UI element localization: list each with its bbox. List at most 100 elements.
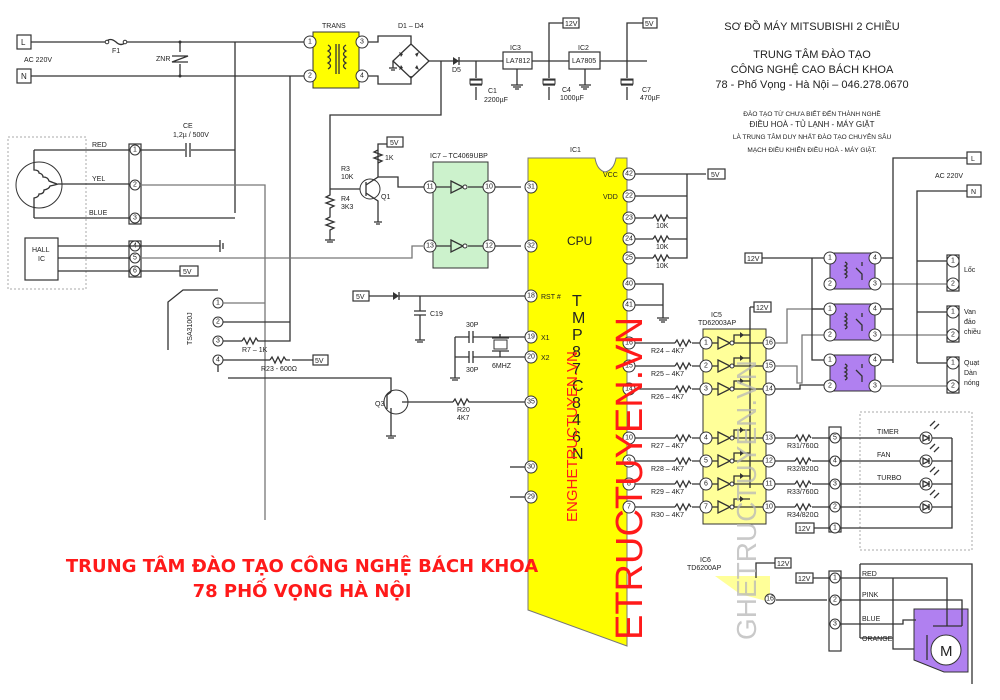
- varistor-symbol: [171, 42, 189, 76]
- ic5-in-pin-number: 4: [704, 435, 708, 442]
- load-label: Dàn: [964, 370, 977, 377]
- input-resistor-label: R29 – 4K7: [651, 489, 684, 496]
- cpu-part-char: 6: [572, 429, 581, 446]
- led-resistor-label: R33/760Ω: [787, 489, 819, 496]
- input-resistor-label: R30 – 4K7: [651, 512, 684, 519]
- svg-text:RED: RED: [862, 571, 877, 578]
- zero-cross-section: R3 10K R4 3K3 5V 1K Q1 IC7 – TC4069UBP 1…: [324, 136, 521, 269]
- relay-pin-number: 4: [873, 306, 877, 313]
- banner-line-1: TRUNG TÂM ĐÀO TẠO CÔNG NGHỆ BÁCH KHOA: [66, 555, 538, 577]
- svg-text:30P: 30P: [466, 322, 479, 329]
- cpu-pin-16-number: 16: [625, 340, 633, 347]
- q1-5v-tag: [386, 136, 404, 148]
- load-pin-number: 1: [951, 360, 955, 367]
- input-resistor-label: R25 – 4K7: [651, 371, 684, 378]
- svg-text:BLUE: BLUE: [89, 210, 108, 217]
- stepper-section: IC6 TD6200AP 12V 16 12V 1 2 3 M RED PINK…: [687, 557, 973, 684]
- svg-text:R3: R3: [341, 166, 350, 173]
- tagline-3: LÀ TRUNG TÂM DUY NHẤT ĐÀO TẠO CHUYÊN SÂU: [733, 131, 892, 141]
- cpu-pin-32-number: 32: [527, 243, 535, 250]
- svg-text:Q3: Q3: [375, 401, 384, 408]
- svg-text:BLUE: BLUE: [862, 616, 881, 623]
- load-label: Lốc: [964, 265, 976, 274]
- ic5-label: IC5: [711, 312, 722, 319]
- cpu-pin-32: [524, 239, 538, 253]
- load-pin: [946, 356, 960, 370]
- cpu-pin-20-number: 20: [527, 354, 535, 361]
- svg-text:5V: 5V: [356, 294, 365, 301]
- watermark-red-large: ETRUCTUYEN.VN: [609, 317, 651, 640]
- cpu-pin-14-number: 14: [625, 386, 633, 393]
- svg-text:1: 1: [833, 575, 837, 582]
- led-board-frame: [859, 411, 973, 551]
- relay-pin-number: 1: [828, 306, 832, 313]
- svg-text:12V: 12V: [798, 576, 811, 583]
- relay-pin-number: 2: [828, 332, 832, 339]
- cpu-part-char: M: [572, 310, 585, 327]
- crystal-6mhz: [493, 339, 508, 350]
- relay-pin: [823, 353, 837, 367]
- header-block: SƠ ĐỒ MÁY MITSUBISHI 2 CHIỀU TRUNG TÂM Đ…: [715, 20, 908, 154]
- relay-blocks: 124312Lốc124312Vanđảochiều124312QuạtDànn…: [823, 251, 981, 394]
- banner-line-2: 78 PHỐ VỌNG HÀ NỘI: [193, 578, 412, 602]
- load-pin: [946, 379, 960, 393]
- svg-text:AC 220V: AC 220V: [935, 173, 963, 180]
- inverter-gate: [717, 335, 732, 351]
- ic5-in-pin: [699, 477, 713, 491]
- svg-text:5V: 5V: [183, 269, 192, 276]
- capacitor-c1: [470, 61, 482, 100]
- cpu-pin-19-number: 19: [527, 334, 535, 341]
- bridge-label: D1 – D4: [398, 23, 424, 30]
- svg-text:10K: 10K: [656, 263, 669, 270]
- inverter-gate: [717, 453, 732, 469]
- load-pin-number: 1: [951, 258, 955, 265]
- relay-coil: [843, 363, 863, 382]
- relay-pin: [823, 328, 837, 342]
- cpu-pin-label: VDD: [603, 194, 618, 201]
- svg-text:4K7: 4K7: [457, 415, 470, 422]
- resistor-symbol: [794, 433, 812, 443]
- inverter-gate: [717, 430, 732, 446]
- svg-text:Q1: Q1: [381, 194, 390, 201]
- cpu-pin-23-number: 23: [625, 215, 633, 222]
- svg-text:3: 3: [216, 338, 220, 345]
- cpu-pin-31-number: 31: [527, 184, 535, 191]
- svg-text:12V: 12V: [798, 526, 811, 533]
- ic5-in-pin-number: 2: [704, 363, 708, 370]
- cpu-pin-9-number: 9: [627, 458, 631, 465]
- ic5-in-pin: [699, 454, 713, 468]
- center-name-line1: TRUNG TÂM ĐÀO TẠO: [753, 48, 871, 61]
- supply-12v-tag: [562, 17, 580, 29]
- motor-dashed-frame: [7, 136, 87, 290]
- relay-pin-number: 3: [873, 332, 877, 339]
- bridge-rectifier: [392, 43, 430, 79]
- input-resistor-label: R24 – 4K7: [651, 348, 684, 355]
- cpu-part-char: N: [572, 446, 584, 463]
- relay-pin: [823, 302, 837, 316]
- svg-text:2200µF: 2200µF: [484, 97, 508, 104]
- ic5-in-pin: [699, 382, 713, 396]
- svg-text:C1: C1: [488, 88, 497, 95]
- svg-text:PINK: PINK: [862, 592, 879, 599]
- ic5-out-pin-number: 16: [765, 340, 773, 347]
- svg-text:1: 1: [833, 525, 837, 532]
- load-label: đảo: [964, 319, 976, 326]
- cpu-pin-label: RST #: [541, 294, 561, 301]
- watermark-grey: GHETRUCTUYEN.VN: [731, 360, 762, 640]
- resistor-symbol: [674, 479, 692, 489]
- svg-text:3: 3: [833, 621, 837, 628]
- varistor-label: ZNR: [156, 56, 170, 63]
- relay-pin: [823, 251, 837, 265]
- ic5-out-pin-number: 15: [765, 363, 773, 370]
- ic5-in-pin-number: 7: [704, 504, 708, 511]
- load-label: chiều: [964, 327, 981, 336]
- relay-pin-number: 4: [873, 357, 877, 364]
- cpu-part-char: C: [572, 378, 584, 395]
- svg-text:IC: IC: [38, 256, 45, 263]
